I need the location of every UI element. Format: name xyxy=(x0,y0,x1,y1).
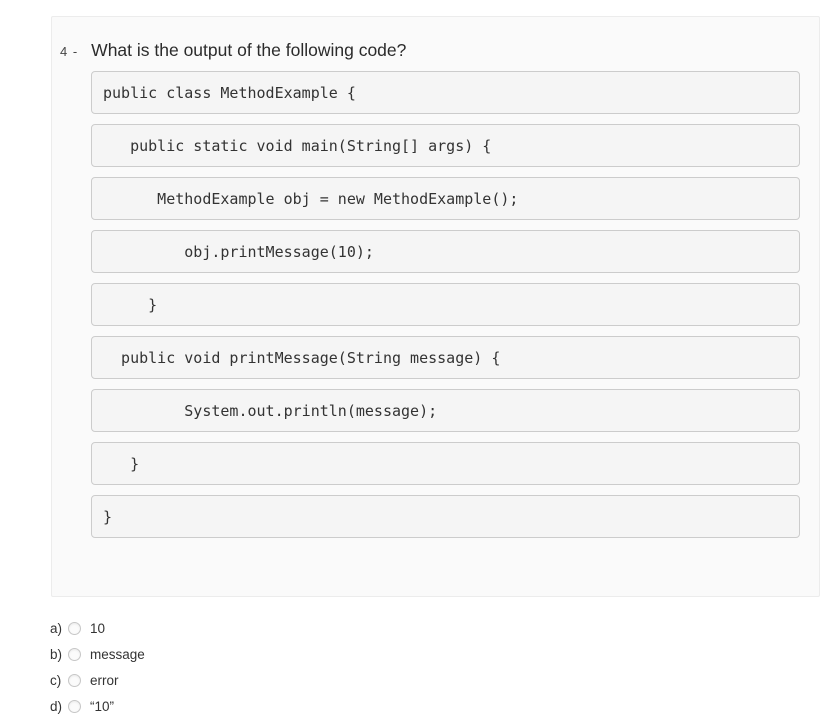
option-row-a: a) 10 xyxy=(50,615,838,641)
option-b-radio[interactable] xyxy=(68,647,81,661)
code-line-6: public void printMessage(String message)… xyxy=(91,336,800,379)
option-b-letter: b) xyxy=(50,646,63,662)
option-row-d: d) “10” xyxy=(50,693,838,719)
option-d-letter: d) xyxy=(50,698,63,714)
code-line-8: } xyxy=(91,442,800,485)
option-c-label: error xyxy=(90,672,119,688)
question-number: 4 - xyxy=(60,44,79,59)
option-a-label: 10 xyxy=(90,620,106,636)
code-line-2: public static void main(String[] args) { xyxy=(91,124,800,167)
code-line-4: obj.printMessage(10); xyxy=(91,230,800,273)
option-c-letter: c) xyxy=(50,672,62,688)
option-row-c: c) error xyxy=(50,667,838,693)
question-title: What is the output of the following code… xyxy=(91,40,407,60)
code-line-9: } xyxy=(91,495,800,538)
option-b-label: message xyxy=(90,646,145,662)
code-list: public class MethodExample { public stat… xyxy=(91,71,800,538)
code-line-5: } xyxy=(91,283,800,326)
code-line-1: public class MethodExample { xyxy=(91,71,800,114)
option-c-radio[interactable] xyxy=(68,673,81,687)
option-row-b: b) message xyxy=(50,641,838,667)
option-a-letter: a) xyxy=(50,620,63,636)
option-d-radio[interactable] xyxy=(68,699,81,713)
code-line-3: MethodExample obj = new MethodExample(); xyxy=(91,177,800,220)
option-a-radio[interactable] xyxy=(68,621,81,635)
code-line-7: System.out.println(message); xyxy=(91,389,800,432)
question-card: 4 - What is the output of the following … xyxy=(51,16,820,597)
question-header: 4 - What is the output of the following … xyxy=(52,17,819,63)
answer-options: a) 10 b) message c) error d) “10” xyxy=(0,615,838,719)
option-d-label: “10” xyxy=(90,698,115,714)
